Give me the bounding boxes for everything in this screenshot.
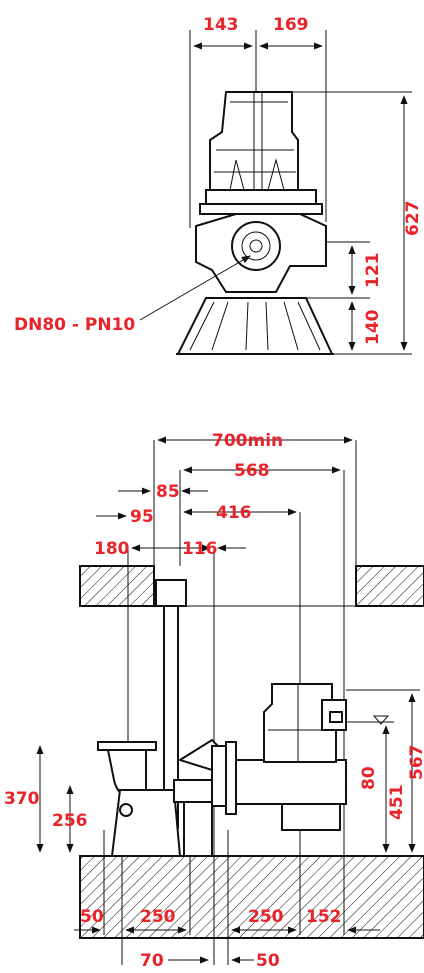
dim-416: 416 [216,503,252,523]
dim-50-bottom: 50 [256,951,280,971]
dim-152: 152 [306,907,342,927]
dim-567: 567 [407,745,424,781]
dim-370: 370 [4,789,40,809]
installation-view: 700min 568 85 95 416 180 116 370 256 80 … [4,431,424,971]
dim-80: 80 [359,766,379,790]
dim-568: 568 [234,461,270,481]
dim-169: 169 [273,15,309,35]
dim-700min: 700min [212,431,283,451]
dim-250-left: 250 [140,907,176,927]
dim-85: 85 [156,482,180,502]
outlet-label: DN80 - PN10 [14,315,135,335]
dim-116: 116 [182,539,218,559]
dim-451: 451 [387,785,407,821]
dim-627: 627 [403,201,423,237]
dim-95: 95 [130,507,154,527]
dim-250-right: 250 [248,907,284,927]
front-view: 143 169 627 121 140 DN80 - PN10 [14,15,423,355]
dim-256: 256 [52,811,88,831]
dim-70: 70 [140,951,164,971]
dim-140: 140 [363,309,383,345]
dim-121: 121 [363,253,383,289]
dim-143: 143 [203,15,239,35]
dim-50-left: 50 [80,907,104,927]
dim-180: 180 [94,539,130,559]
